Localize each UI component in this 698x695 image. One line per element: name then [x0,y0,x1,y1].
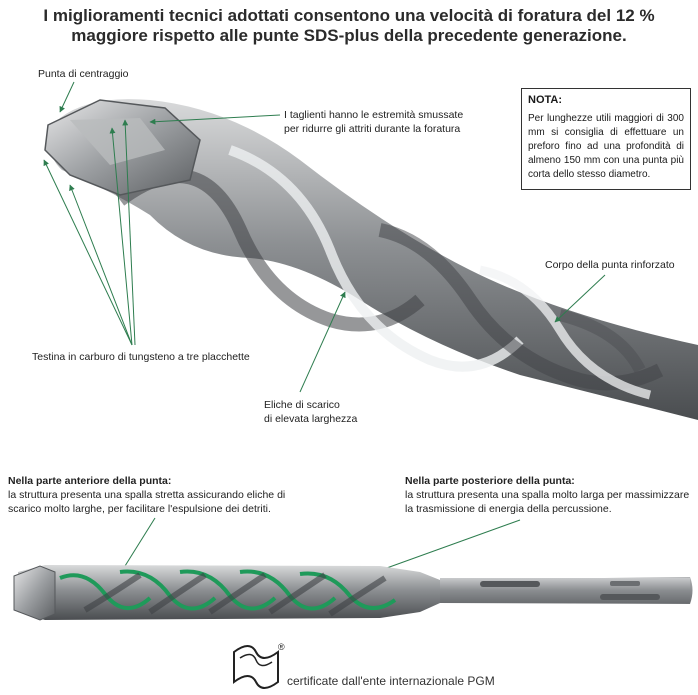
front-description-text: la struttura presenta una spalla stretta… [8,489,286,515]
label-cutting-edges-line-1: I taglienti hanno le estremità smussate [284,109,464,121]
certification-text: certificate dall'ente internazionale PGM [287,674,495,688]
pgm-logo [233,645,279,689]
headline-line-1: I miglioramenti tecnici adottati consent… [43,6,655,25]
note-title: NOTA: [528,94,563,106]
label-centering-tip: Punta di centraggio [38,68,129,80]
headline-line-2: maggiore rispetto alle punte SDS-plus de… [71,26,627,45]
leader-lines [43,81,606,575]
registered-mark: ® [278,642,285,652]
label-flutes-line-2: di elevata larghezza [264,413,358,425]
front-description: Nella parte anteriore della punta: la st… [8,474,308,516]
rear-description: Nella parte posteriore della punta: la s… [405,474,690,516]
front-description-title: Nella parte anteriore della punta: [8,475,172,487]
note-text: Per lunghezze utili maggiori di 300 mm s… [528,113,684,180]
large-drill-bit [44,99,698,420]
rear-description-title: Nella parte posteriore della punta: [405,475,575,487]
headline: I miglioramenti tecnici adottati consent… [0,6,698,46]
label-cutting-edges-line-2: per ridurre gli attriti durante la forat… [284,123,461,135]
label-carbide-head: Testina in carburo di tungsteno a tre pl… [32,351,250,363]
note-box: NOTA: Per lunghezze utili maggiori di 30… [521,88,691,190]
label-cutting-edges: I taglienti hanno le estremità smussate … [284,108,463,136]
label-flutes: Eliche di scarico di elevata larghezza [264,398,357,426]
label-reinforced-body: Corpo della punta rinforzato [545,259,675,271]
rear-description-text: la struttura presenta una spalla molto l… [405,489,690,515]
small-drill-bit [13,565,693,621]
label-flutes-line-1: Eliche di scarico [264,399,340,411]
